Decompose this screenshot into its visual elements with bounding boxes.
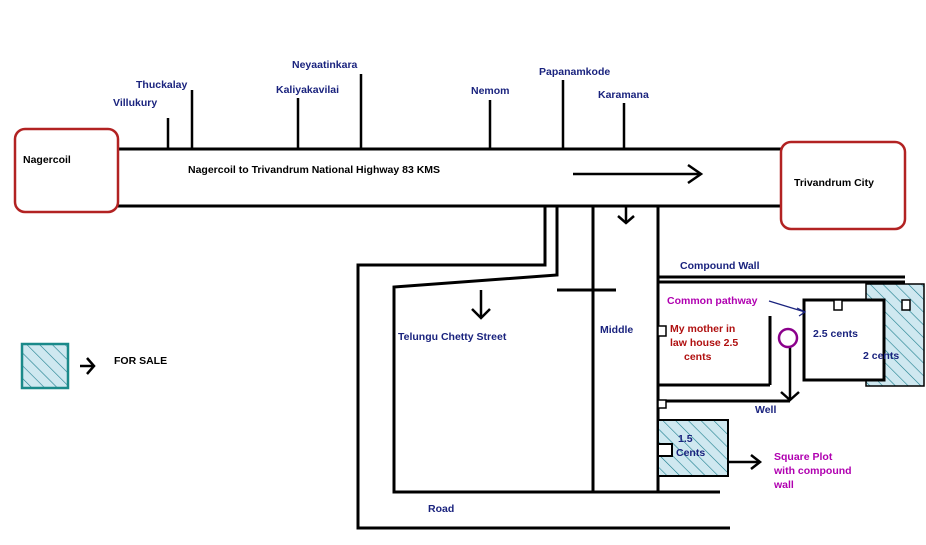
local-roads	[356, 206, 905, 530]
nagercoil-label: Nagercoil	[23, 154, 71, 166]
town-kaliyakavilai: Kaliyakavilai	[276, 84, 339, 96]
house-label-line2: law house 2.5	[670, 337, 738, 349]
plot-2-label: 2 cents	[863, 350, 899, 362]
town-karamana: Karamana	[598, 89, 649, 101]
plot-1-5-label-line1: 1.5	[678, 433, 693, 445]
plot-2-5-cents	[802, 298, 886, 382]
house-label-line1: My mother in	[670, 323, 735, 335]
square-plot-label-line3: wall	[773, 479, 794, 491]
direction-arrow	[573, 163, 704, 185]
town-villukury: Villukury	[113, 97, 157, 109]
plot-2-5-door	[833, 299, 843, 311]
town-ticks	[166, 74, 626, 149]
town-neyaatinkara: Neyaatinkara	[292, 59, 358, 71]
house-door	[657, 325, 667, 337]
compound-wall-label: Compound Wall	[680, 260, 760, 272]
well-label: Well	[755, 404, 776, 416]
trivandrum-box	[779, 140, 907, 231]
plot-1-5-label-line2: Cents	[676, 447, 705, 459]
highway-label: Nagercoil to Trivandrum National Highway…	[188, 164, 440, 176]
house-label-line3: cents	[684, 351, 712, 363]
street-outer	[356, 206, 730, 530]
small-arrows	[80, 206, 800, 470]
highway	[118, 147, 781, 208]
middle-label: Middle	[600, 324, 633, 336]
street-inner	[392, 206, 720, 494]
legend-label: FOR SALE	[114, 355, 167, 367]
square-plot-label-line1: Square Plot	[774, 451, 833, 463]
gate-marker	[657, 399, 667, 409]
road-label: Road	[428, 503, 454, 515]
plot-2-door	[901, 299, 911, 311]
pathway-pointer	[768, 300, 807, 317]
town-papanamkode: Papanamkode	[539, 66, 610, 78]
common-pathway-label: Common pathway	[667, 295, 758, 307]
square-plot-label-line2: with compound	[773, 465, 852, 477]
nagercoil-box	[13, 127, 120, 214]
town-thuckalay: Thuckalay	[136, 79, 188, 91]
legend-swatch	[20, 342, 70, 390]
trivandrum-label: Trivandrum City	[794, 177, 874, 189]
plot-1-5-door	[657, 443, 673, 457]
plot-2-5-label: 2.5 cents	[813, 328, 858, 340]
well-icon	[777, 327, 799, 349]
street-label: Telungu Chetty Street	[398, 331, 507, 343]
town-nemom: Nemom	[471, 85, 510, 97]
